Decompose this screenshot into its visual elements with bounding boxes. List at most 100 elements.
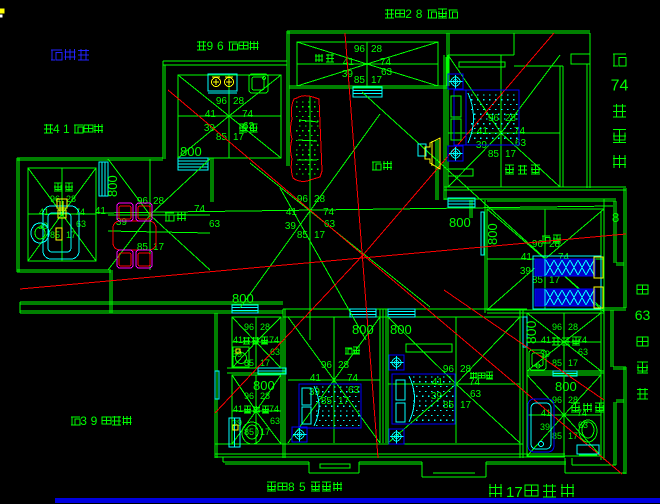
svg-text:41: 41	[541, 335, 551, 345]
svg-text:41: 41	[521, 252, 533, 263]
svg-text:39: 39	[540, 349, 550, 359]
svg-text:28: 28	[260, 391, 270, 401]
svg-text:17: 17	[260, 358, 270, 368]
svg-text:85: 85	[532, 275, 544, 286]
svg-text:4: 4	[53, 122, 60, 136]
svg-text:17: 17	[460, 400, 472, 411]
svg-text:9: 9	[91, 414, 98, 428]
svg-text:74: 74	[577, 335, 587, 345]
svg-text:39: 39	[309, 387, 321, 398]
svg-text:17: 17	[371, 75, 383, 86]
svg-text:28: 28	[314, 194, 326, 205]
svg-text:74: 74	[269, 335, 279, 345]
svg-text:85: 85	[297, 230, 309, 241]
svg-text:85: 85	[216, 132, 228, 143]
svg-text:28: 28	[233, 96, 245, 107]
svg-text:63: 63	[209, 219, 221, 230]
svg-text:28: 28	[260, 322, 270, 332]
svg-text:28: 28	[568, 322, 578, 332]
svg-text:85: 85	[443, 400, 455, 411]
svg-text:41: 41	[477, 126, 489, 137]
svg-text:85: 85	[137, 242, 149, 253]
svg-text:74: 74	[194, 204, 206, 215]
svg-text:85: 85	[552, 358, 562, 368]
svg-text:74: 74	[323, 207, 335, 218]
svg-text:28: 28	[568, 395, 578, 405]
svg-text:63: 63	[324, 219, 336, 230]
svg-text:63: 63	[578, 347, 588, 357]
svg-text:74: 74	[469, 377, 481, 388]
svg-text:41: 41	[39, 207, 49, 217]
svg-text:9: 9	[207, 39, 214, 53]
svg-text:63: 63	[381, 67, 393, 78]
svg-text:96: 96	[321, 360, 333, 371]
svg-text:39: 39	[204, 123, 216, 134]
svg-text:41: 41	[541, 408, 551, 418]
svg-text:800: 800	[105, 175, 120, 197]
svg-text:28: 28	[460, 364, 472, 375]
svg-text:96: 96	[137, 196, 149, 207]
svg-text:96: 96	[244, 391, 254, 401]
svg-text:41: 41	[286, 207, 298, 218]
svg-text:96: 96	[552, 395, 562, 405]
svg-text:6: 6	[217, 39, 224, 53]
svg-text:39: 39	[520, 266, 532, 277]
svg-text:800: 800	[555, 379, 577, 394]
svg-text:1: 1	[63, 122, 70, 136]
svg-text:28: 28	[66, 194, 76, 204]
svg-text:85: 85	[552, 431, 562, 441]
svg-text:8: 8	[416, 7, 423, 21]
svg-text:41: 41	[432, 377, 444, 388]
svg-text:41: 41	[343, 57, 355, 68]
svg-text:74: 74	[242, 109, 254, 120]
svg-text:63: 63	[635, 307, 651, 323]
svg-text:41: 41	[233, 404, 243, 414]
svg-text:96: 96	[244, 322, 254, 332]
svg-text:17: 17	[260, 427, 270, 437]
svg-text:96: 96	[443, 364, 455, 375]
svg-text:39: 39	[285, 221, 297, 232]
svg-text:96: 96	[552, 322, 562, 332]
svg-text:74: 74	[577, 408, 587, 418]
svg-text:74: 74	[75, 207, 85, 217]
svg-text:17: 17	[505, 149, 517, 160]
svg-text:63: 63	[270, 416, 280, 426]
svg-text:63: 63	[348, 385, 360, 396]
svg-text:96: 96	[216, 96, 228, 107]
svg-text:63: 63	[515, 138, 527, 149]
svg-text:800: 800	[523, 320, 539, 344]
svg-text:39: 39	[116, 217, 128, 228]
svg-text:800: 800	[253, 378, 275, 393]
svg-text:41: 41	[310, 373, 322, 384]
svg-text:74: 74	[347, 373, 359, 384]
svg-text:5: 5	[299, 480, 306, 494]
svg-text:96: 96	[297, 194, 309, 205]
svg-text:17: 17	[568, 358, 578, 368]
svg-text:28: 28	[371, 44, 383, 55]
svg-text:39: 39	[342, 69, 354, 80]
svg-text:39: 39	[540, 422, 550, 432]
svg-text:39: 39	[431, 391, 443, 402]
svg-text:17: 17	[233, 132, 245, 143]
svg-text:63: 63	[76, 219, 86, 229]
svg-text:17: 17	[314, 230, 326, 241]
svg-text:800: 800	[485, 223, 500, 245]
svg-text:8: 8	[288, 480, 295, 494]
svg-text:96: 96	[488, 113, 500, 124]
svg-text:8: 8	[612, 210, 619, 225]
svg-text:74: 74	[380, 57, 392, 68]
svg-text:28: 28	[549, 239, 561, 250]
svg-text:63: 63	[243, 121, 255, 132]
svg-text:96: 96	[50, 194, 60, 204]
svg-text:17: 17	[153, 242, 165, 253]
svg-text:17: 17	[338, 396, 350, 407]
svg-text:74: 74	[611, 78, 629, 95]
svg-text:85: 85	[354, 75, 366, 86]
svg-text:17: 17	[506, 484, 523, 501]
svg-text:85: 85	[50, 230, 60, 240]
svg-text:39: 39	[232, 418, 242, 428]
svg-text:85: 85	[321, 396, 333, 407]
svg-text:800: 800	[390, 322, 412, 337]
svg-text:17: 17	[568, 431, 578, 441]
svg-text:800: 800	[180, 144, 202, 159]
